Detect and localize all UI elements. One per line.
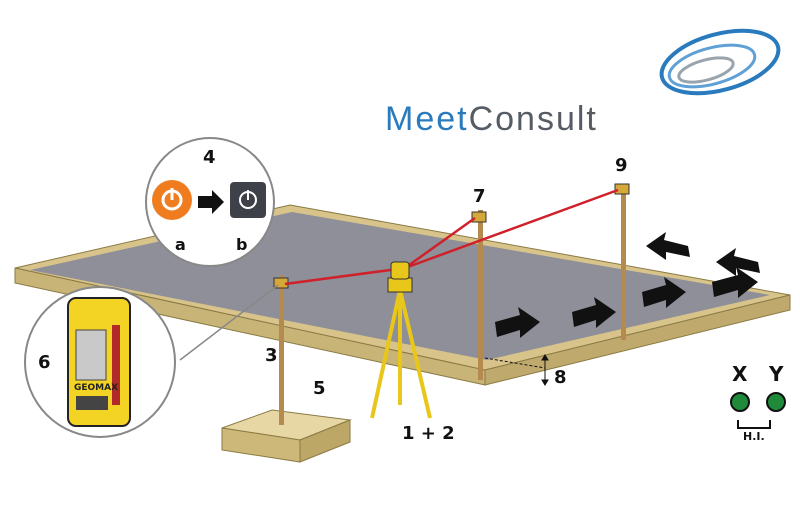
laser-beams bbox=[284, 188, 619, 286]
brand-part2: Consult bbox=[468, 100, 598, 138]
tripod-laser bbox=[370, 261, 432, 419]
arrow-right-icon bbox=[495, 307, 540, 338]
arrow-left-icon bbox=[646, 232, 690, 260]
label-axis-y: Y bbox=[769, 362, 784, 386]
arrow-right-icon bbox=[712, 267, 758, 298]
label-step-5: 5 bbox=[313, 378, 326, 399]
label-hi: H.I. bbox=[743, 430, 765, 443]
ground-box bbox=[221, 409, 352, 463]
label-step-9: 9 bbox=[615, 155, 628, 176]
power-callout bbox=[145, 137, 275, 267]
arrow-right-icon bbox=[572, 297, 616, 328]
arrow-right-icon bbox=[198, 190, 224, 214]
receiver-callout bbox=[24, 284, 279, 438]
label-step-8: 8 bbox=[554, 367, 567, 388]
label-step-3: 3 bbox=[265, 345, 278, 366]
brand-part1: Meet bbox=[385, 100, 469, 138]
arrow-right-icon bbox=[642, 277, 686, 308]
brand-wordmark: MeetConsult bbox=[385, 100, 598, 139]
label-step-6: 6 bbox=[38, 352, 51, 373]
label-step-7: 7 bbox=[473, 186, 486, 207]
label-step-1-2: 1 + 2 bbox=[402, 423, 455, 444]
label-axis-x: X bbox=[732, 362, 748, 386]
arrow-left-icon bbox=[716, 248, 760, 276]
measuring-poles bbox=[273, 183, 630, 425]
hi-leds bbox=[730, 392, 786, 429]
brand-logo-swoosh bbox=[659, 28, 781, 96]
label-sub-a: a bbox=[175, 235, 186, 254]
direction-arrows bbox=[495, 232, 760, 338]
label-sub-b: b bbox=[236, 235, 248, 254]
label-step-4: 4 bbox=[203, 147, 216, 168]
height-marker bbox=[484, 354, 549, 386]
receiver-brand-label: GEOMAX bbox=[74, 383, 119, 393]
